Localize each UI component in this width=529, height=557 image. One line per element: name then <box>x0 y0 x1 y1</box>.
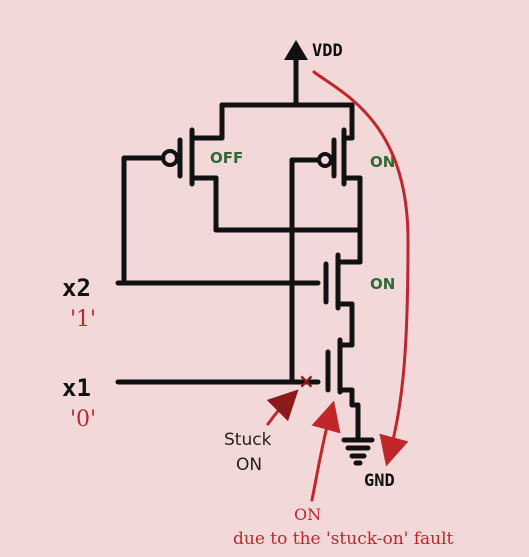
input-x1-wiring <box>115 157 321 385</box>
pmos-right-transistor: ON <box>289 102 395 265</box>
vdd-terminal: VDD <box>284 40 343 108</box>
input-x2-label: x2 <box>62 274 91 302</box>
bottom-nmos-arrow <box>310 400 341 502</box>
gnd-terminal: GND <box>341 437 395 491</box>
nmos-top-state-label: ON <box>370 275 395 293</box>
input-x2-wiring <box>115 155 321 286</box>
vdd-label: VDD <box>312 41 343 61</box>
nmos-top-transistor: ON <box>323 252 395 348</box>
fault-marker: × <box>298 369 315 393</box>
fault-label-line2: ON <box>236 455 262 475</box>
input-x1-label: x1 <box>62 374 91 402</box>
pmos-left-state-label: OFF <box>210 149 243 167</box>
pmos-left-transistor: OFF <box>121 102 243 233</box>
fault-label-line1: Stuck <box>224 430 272 450</box>
nmos-bottom-transistor <box>325 337 361 443</box>
pmos-right-state-label: ON <box>370 153 395 171</box>
input-x1-value: '0' <box>70 407 96 432</box>
fault-note: due to the 'stuck-on' fault <box>233 529 454 549</box>
input-x2-value: '1' <box>70 307 96 332</box>
bottom-nmos-state-label: ON <box>294 505 321 524</box>
current-path-arrow <box>312 70 410 467</box>
fault-marker-arrow <box>266 389 299 426</box>
gnd-label: GND <box>364 471 395 491</box>
